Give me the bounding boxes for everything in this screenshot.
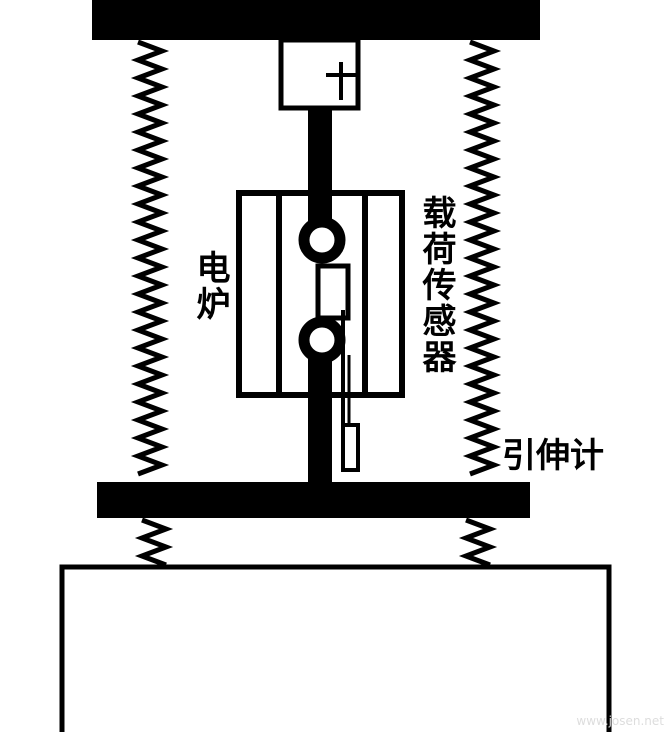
top-crossbeam bbox=[92, 0, 540, 40]
pull-rod-upper bbox=[308, 108, 332, 238]
right-column-spring bbox=[462, 39, 502, 477]
base-frame bbox=[59, 564, 612, 732]
load-sensor-label: 载荷传感器 bbox=[416, 195, 456, 375]
extensometer-head bbox=[341, 423, 360, 472]
lower-pin bbox=[298, 316, 346, 364]
upper-pin bbox=[298, 216, 346, 264]
watermark: www.josen.net bbox=[576, 714, 664, 728]
left-column-spring bbox=[130, 39, 170, 477]
cross-mark bbox=[326, 62, 356, 100]
lower-crossbeam bbox=[97, 482, 530, 518]
left-lower-spring bbox=[134, 517, 174, 568]
furnace-label: 电炉 bbox=[190, 250, 230, 322]
specimen bbox=[315, 263, 351, 321]
pull-rod-lower bbox=[308, 345, 332, 482]
extensometer-label: 引伸计 bbox=[502, 436, 604, 476]
right-lower-spring bbox=[458, 517, 498, 568]
